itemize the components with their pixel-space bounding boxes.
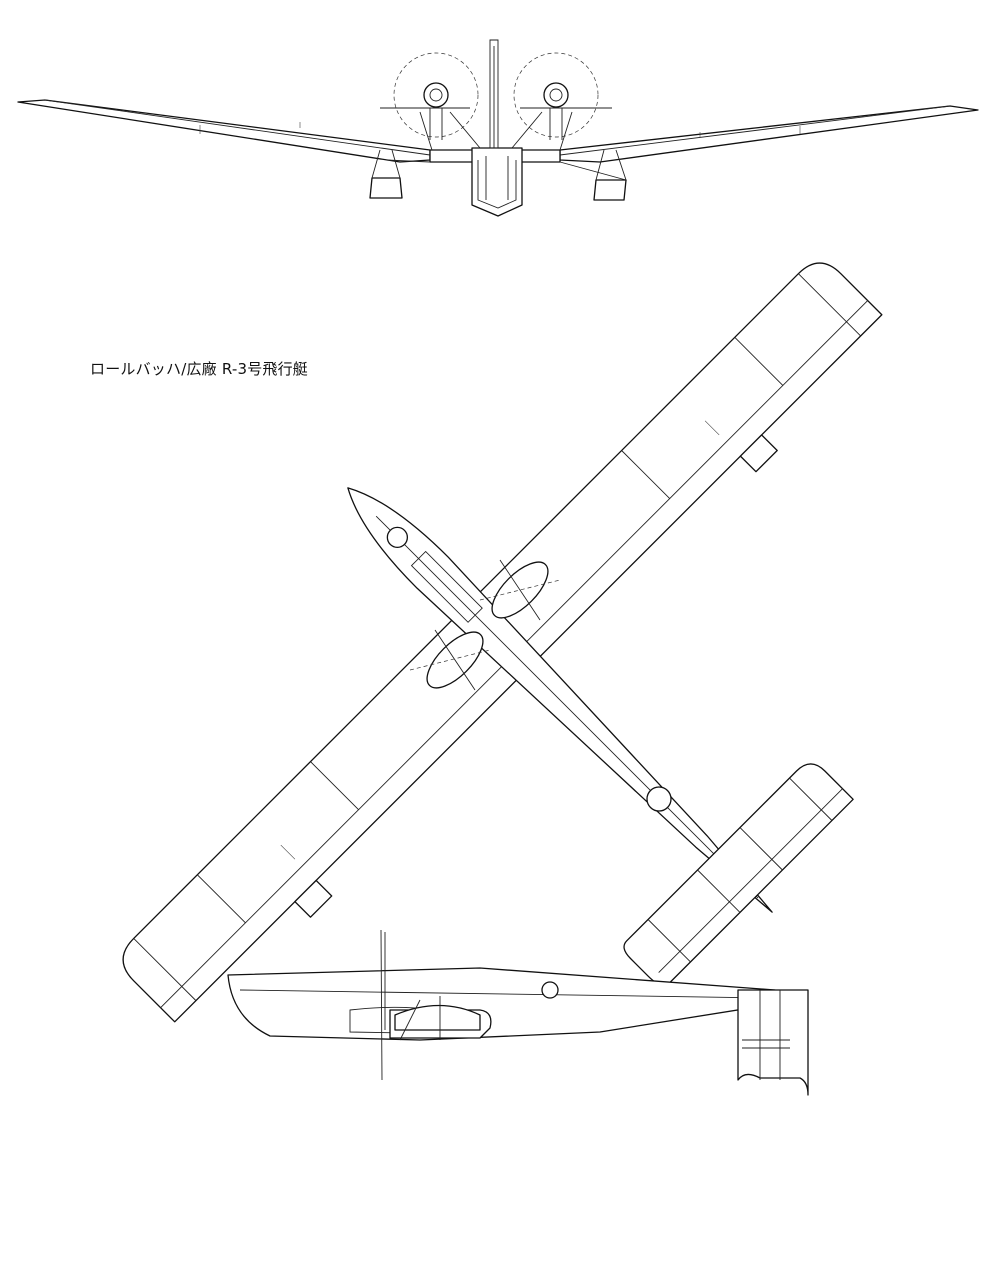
side-view-hull <box>227 967 776 1041</box>
side-view-tail <box>737 989 809 1096</box>
drawing-caption: ロールバッハ/広廠 R-3号飛行艇 <box>90 360 308 378</box>
top-view-hull <box>347 487 773 913</box>
front-view-hull <box>471 39 523 217</box>
side-view-nacelle <box>380 929 492 1081</box>
front-view-engines <box>380 52 612 151</box>
top-view-engines <box>409 559 561 691</box>
front-view-floats <box>369 149 627 201</box>
